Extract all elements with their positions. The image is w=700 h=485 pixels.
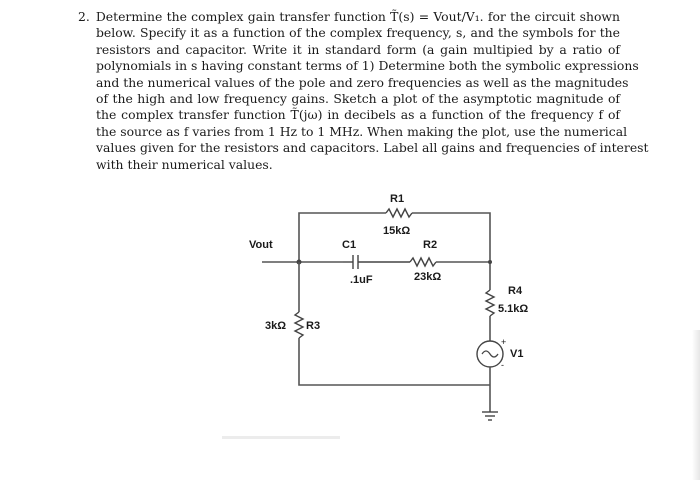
problem-line-1: 2.Determine the complex gain transfer fu… [78, 9, 620, 24]
problem-number: 2. [78, 9, 90, 24]
v1-plus-sign: + [501, 337, 506, 347]
r1-name-label: R1 [390, 193, 404, 205]
problem-line-5: and the numerical values of the pole and… [96, 74, 629, 90]
r3-value-label: 3kΩ [265, 320, 286, 332]
vout-label: Vout [249, 239, 273, 251]
r1-value-label: 15kΩ [383, 225, 410, 237]
c1-value-label: .1uF [350, 274, 373, 286]
r1-resistor [385, 207, 413, 219]
faint-smudge [222, 436, 340, 439]
r4-name-label: R4 [508, 285, 523, 297]
problem-line-9: values given for the resistors and capac… [96, 140, 649, 156]
problem-line-2: below. Specify it as a function of the c… [96, 25, 620, 41]
r3-name-label: R3 [306, 320, 320, 332]
r3-resistor [293, 311, 305, 339]
problem-line-10: with their numerical values. [96, 156, 273, 172]
problem-line-8: the source as f varies from 1 Hz to 1 MH… [96, 123, 628, 139]
problem-line-4: polynomials in s having constant terms o… [96, 58, 639, 74]
page-edge-shadow [692, 330, 700, 480]
r2-name-label: R2 [423, 239, 437, 251]
problem-line-7: the complex transfer function T̃(jω) in … [96, 107, 620, 123]
r4-resistor [484, 289, 496, 317]
v1-name-label: V1 [510, 348, 523, 360]
ground-wire [298, 345, 490, 386]
problem-line-3: resistors and capacitor. Write it in sta… [96, 41, 620, 57]
problem-statement: 2.Determine the complex gain transfer fu… [78, 9, 649, 173]
ground-icon [482, 411, 498, 421]
r2-value-label: 23kΩ [414, 271, 441, 283]
r2-resistor [409, 256, 437, 268]
c1-capacitor [343, 255, 410, 269]
r1-branch-wire [298, 212, 491, 290]
c1-name-label: C1 [342, 239, 356, 251]
problem-line-6: of the high and low frequency gains. Ske… [96, 91, 620, 107]
v1-source [476, 340, 504, 368]
r4-value-label: 5.1kΩ [498, 303, 528, 315]
v1-minus-sign: - [501, 360, 504, 370]
right-node-dot [488, 260, 492, 264]
